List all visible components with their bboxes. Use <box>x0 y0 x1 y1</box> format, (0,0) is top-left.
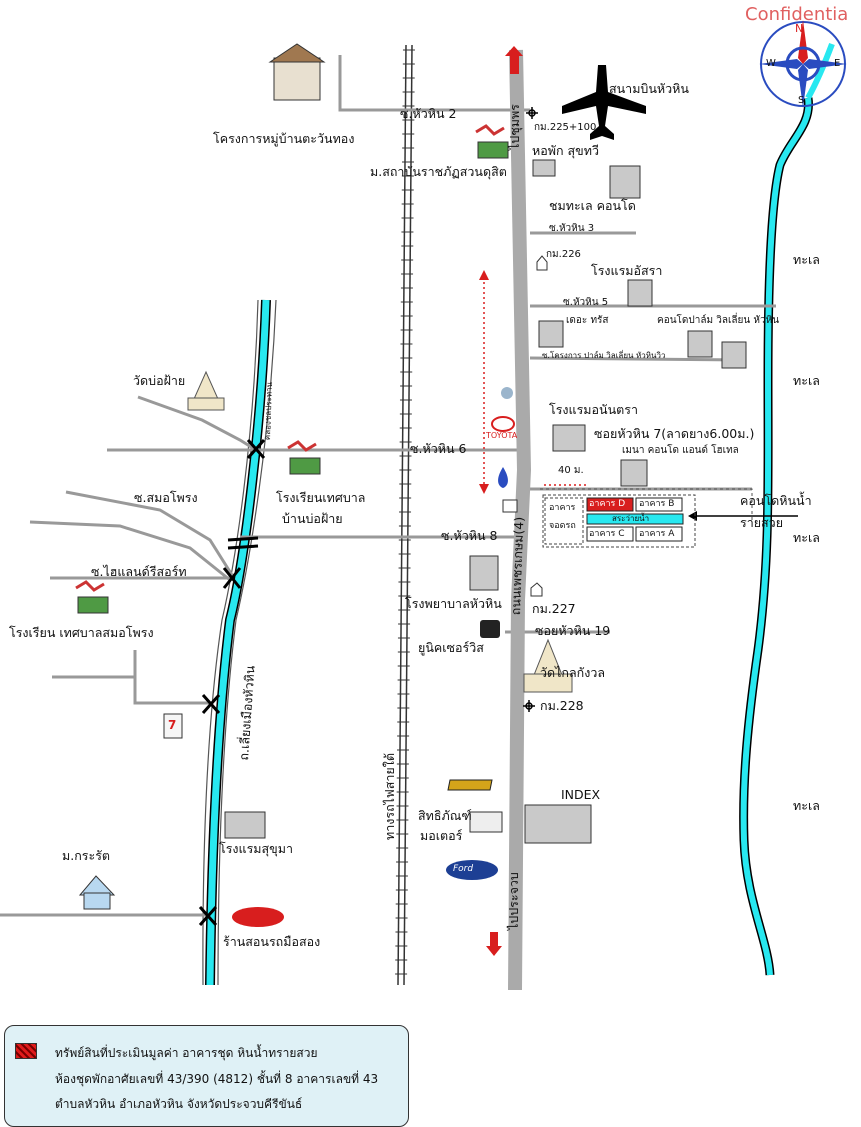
legend-line-1: ทรัพย์สินที่ประเมินมูลค่า อาคารชุด หินน้… <box>55 1046 318 1060</box>
label-km228: กม.228 <box>540 698 584 713</box>
label-hotel-atsara: โรงแรมอัสรา <box>591 263 663 278</box>
label-hotel-sukhuma: โรงแรมสุขุมา <box>219 841 293 856</box>
watermark-text: Confidentia <box>745 4 849 25</box>
label-seven: 7 <box>168 718 177 732</box>
label-parking-2: จอดรถ <box>549 521 576 531</box>
label-to-prachuap: ไปประจวบ <box>506 872 521 930</box>
label-chomtalay: ชมทะเล คอนโด <box>549 198 636 213</box>
railway <box>397 44 413 986</box>
label-sitthi-1: สิทธิภัณฑ์ <box>418 808 472 823</box>
label-sitthi-2: มอเตอร์ <box>420 828 463 843</box>
label-km227: กม.227 <box>532 601 576 616</box>
subject-building <box>586 497 634 512</box>
label-wat-klaikangwon: วัดไกลกังวล <box>540 665 606 680</box>
label-soi-huahin6: ซ.หัวหิน 6 <box>410 441 467 456</box>
label-soi-huahin5: ซ.หัวหิน 5 <box>563 297 609 308</box>
label-pool: สระว่ายน้ำ <box>612 514 650 523</box>
label-km226: กม.226 <box>546 249 581 260</box>
label-to-chumphon: ไปชุมพร <box>507 104 522 150</box>
legend-line-3: ตำบลหัวหิน อำเภอหัวหิน จังหวัดประจวบคีรี… <box>55 1097 303 1111</box>
label-building-b: อาคาร B <box>639 499 675 509</box>
compass-e: E <box>834 58 841 69</box>
label-wat-bofai: วัดบ่อฝ้าย <box>133 373 186 388</box>
label-university: ม.สถาบันราชภัฏสวนดุสิต <box>370 164 507 179</box>
label-soi-highland: ซ.ไฮแลนด์รีสอร์ท <box>91 564 187 579</box>
label-school-bofai-2: บ้านบ่อฝ้าย <box>282 511 343 526</box>
label-condo-palm: คอนโดปาล์ม วิลเลี่ยน หัวหิน <box>657 315 780 326</box>
label-sea-1: ทะเล <box>793 252 820 267</box>
label-soi-smophrong: ซ.สมอโพรง <box>134 490 198 505</box>
label-soi-huahin2: ซ.หัวหิน 2 <box>400 106 457 121</box>
compass-n: N <box>795 22 804 35</box>
label-sea-4: ทะเล <box>793 798 820 813</box>
compass-w: W <box>766 58 776 69</box>
label-airport: สนามบินหัวหิน <box>609 81 689 96</box>
bypass-road <box>217 299 277 986</box>
label-m-krasat: ม.กระรัต <box>62 848 111 863</box>
label-soi-huahin7: ซอยหัวหิน 7(ลาดยาง6.00ม.) <box>594 426 755 441</box>
label-building-a: อาคาร A <box>639 529 675 539</box>
label-building-d: อาคาร D <box>589 499 626 509</box>
compass-icon <box>759 20 847 108</box>
legend-swatch <box>15 1043 37 1059</box>
label-condo-hinnam: คอนโดหินน้ำ <box>740 493 812 508</box>
label-railway: ทางรถไฟสายใต้ <box>382 753 397 840</box>
legend-line-2: ห้องชุดพักอาศัยเลขที่ 43/390 (4812) ชั้น… <box>55 1072 379 1086</box>
label-building-c: อาคาร C <box>589 529 625 539</box>
label-hop-sukhawi: หอพัก สุขทวี <box>532 143 599 158</box>
label-km225: กม.225+100 <box>534 122 597 133</box>
label-soi-huahin3: ซ.หัวหิน 3 <box>549 223 595 234</box>
label-hospital: โรงพยาบาลหัวหิน <box>405 596 502 611</box>
phetkasem-road <box>508 49 532 991</box>
label-40m: 40 ม. <box>558 465 584 476</box>
label-school-bofai-1: โรงเรียนเทศบาล <box>276 490 366 505</box>
label-the-trust: เดอะ ทรัส <box>566 315 609 326</box>
label-parking-1: อาคาร <box>549 503 576 513</box>
label-toyota: TOYOTA <box>486 431 518 440</box>
label-sea-3: ทะเล <box>793 530 820 545</box>
label-unique-service: ยูนิคเซอร์วิส <box>418 640 484 655</box>
compass-s: S <box>798 95 805 106</box>
label-village: โครงการหมู่บ้านตะวันทอง <box>213 131 355 146</box>
airplane-icon <box>562 65 646 140</box>
house-icon <box>268 43 326 101</box>
label-index: INDEX <box>561 787 601 802</box>
label-soi-huahin19: ซอยหัวหิน 19 <box>535 623 611 638</box>
label-school-smophrong: โรงเรียน เทศบาลสมอโพรง <box>9 625 154 640</box>
label-ford: Ford <box>453 864 474 874</box>
label-sea-2: ทะเล <box>793 373 820 388</box>
label-mena-condo: เมนา คอนโด แอนด์ โฮเทล <box>622 445 739 456</box>
label-soi-huahin8: ซ.หัวหิน 8 <box>441 528 498 543</box>
label-raisuay: รายสวย <box>740 515 784 530</box>
label-used-car: ร้านสอนรถมือสอง <box>223 934 321 949</box>
label-hotel-anantara: โรงแรมอนันตรา <box>549 402 638 417</box>
legend-box: ทรัพย์สินที่ประเมินมูลค่า อาคารชุด หินน้… <box>4 1025 409 1127</box>
label-project-palm: ซ.โครงการ ปาล์ม วิลเลี่ยน หัวหินวิว <box>542 351 666 360</box>
